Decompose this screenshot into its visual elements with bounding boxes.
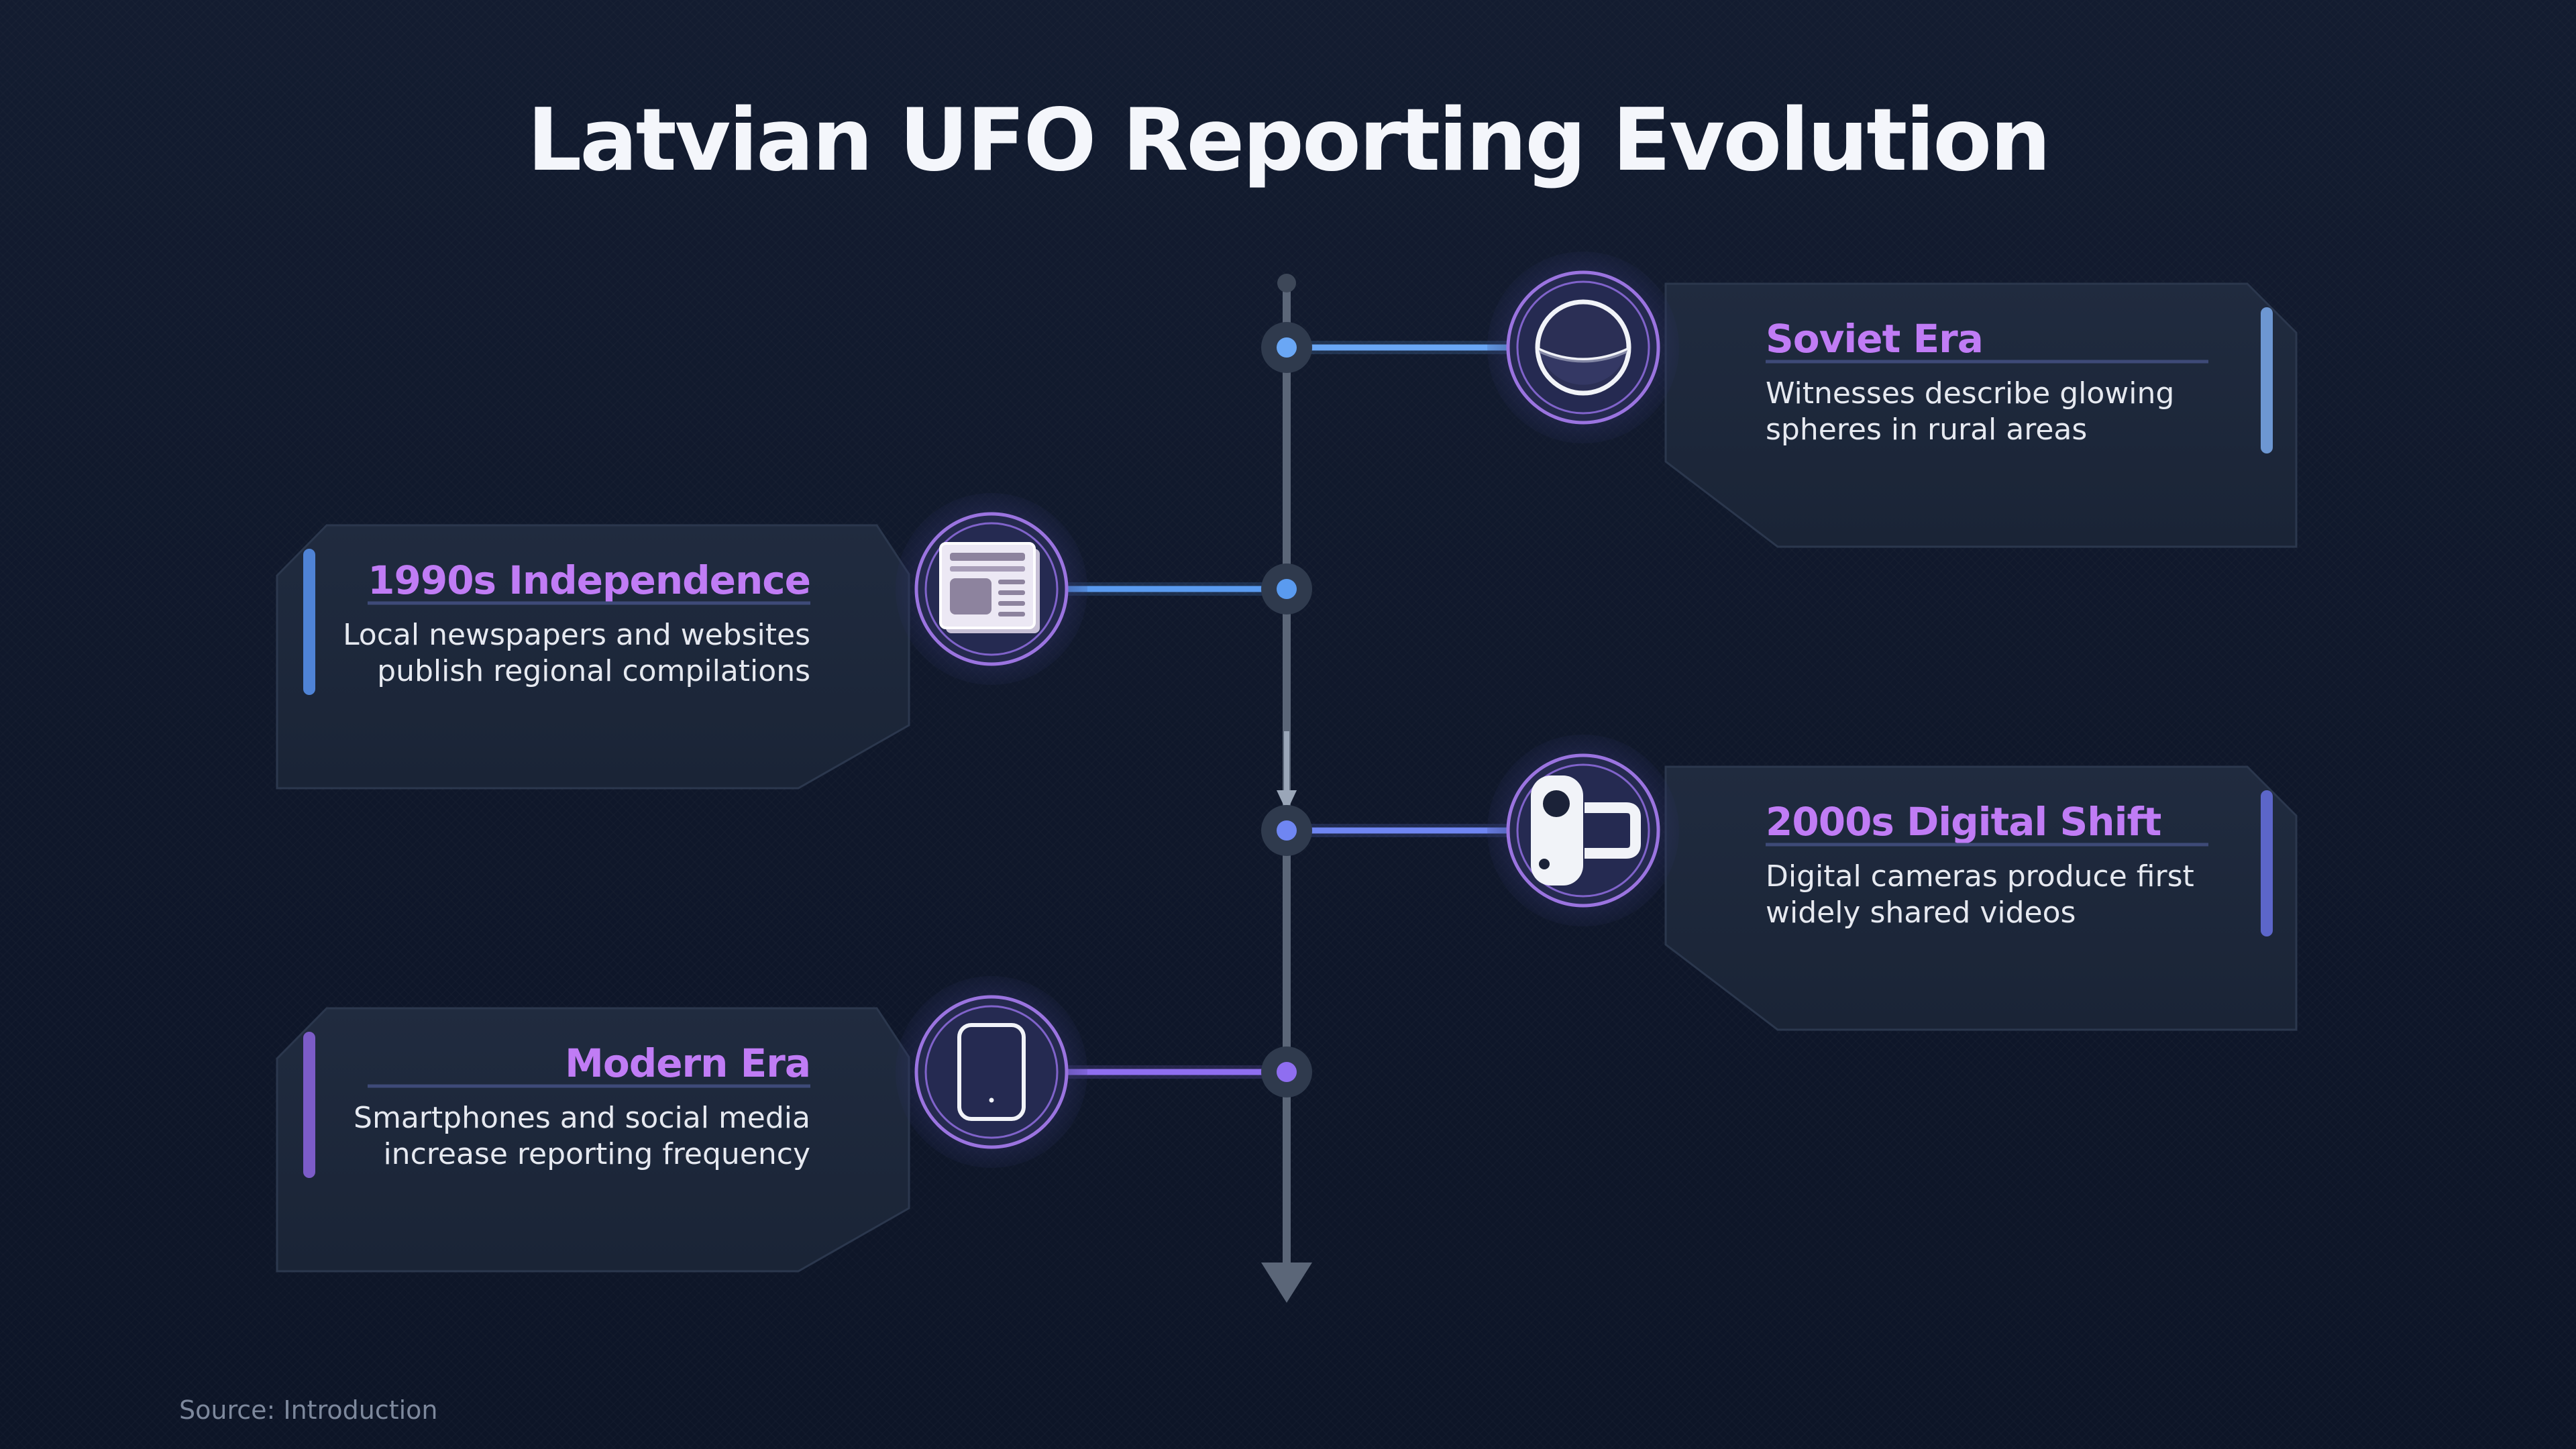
event-title: 1990s Independence — [368, 557, 810, 603]
source-note: Source: Introduction — [179, 1395, 438, 1425]
axis-node — [1277, 1062, 1297, 1082]
accent-bar — [303, 1032, 315, 1178]
axis-node — [1277, 820, 1297, 841]
glowing-sphere-icon — [1535, 299, 1631, 396]
icon-badge — [1487, 735, 1679, 926]
icon-badge — [1487, 252, 1679, 443]
icon-badge — [896, 493, 1087, 685]
accent-bar — [303, 549, 315, 695]
accent-bar — [2261, 307, 2273, 453]
event-description-line: Digital cameras produce first — [1766, 859, 2194, 894]
accent-bar — [2261, 790, 2273, 936]
event-description-line: Local newspapers and websites — [343, 618, 810, 652]
axis-node — [1277, 579, 1297, 599]
event-description-line: publish regional compilations — [377, 654, 810, 688]
event-description-line: widely shared videos — [1766, 896, 2076, 930]
event-description-line: increase reporting frequency — [383, 1137, 810, 1171]
event-title: Modern Era — [565, 1040, 810, 1086]
smartphone-icon — [957, 1023, 1026, 1121]
page-title: Latvian UFO Reporting Evolution — [527, 91, 2051, 191]
event-description-line: Witnesses describe glowing — [1766, 376, 2174, 411]
timeline-axis — [1261, 274, 1312, 1303]
event-description-line: Smartphones and social media — [354, 1101, 810, 1135]
event-title: 2000s Digital Shift — [1766, 799, 2161, 845]
newspaper-icon — [939, 542, 1040, 633]
event-description-line: spheres in rural areas — [1766, 413, 2087, 447]
axis-arrowhead — [1261, 1263, 1312, 1303]
icon-badge — [896, 976, 1087, 1168]
axis-node — [1277, 337, 1297, 358]
video-camera-icon — [1531, 775, 1641, 885]
event-title: Soviet Era — [1766, 316, 1983, 362]
